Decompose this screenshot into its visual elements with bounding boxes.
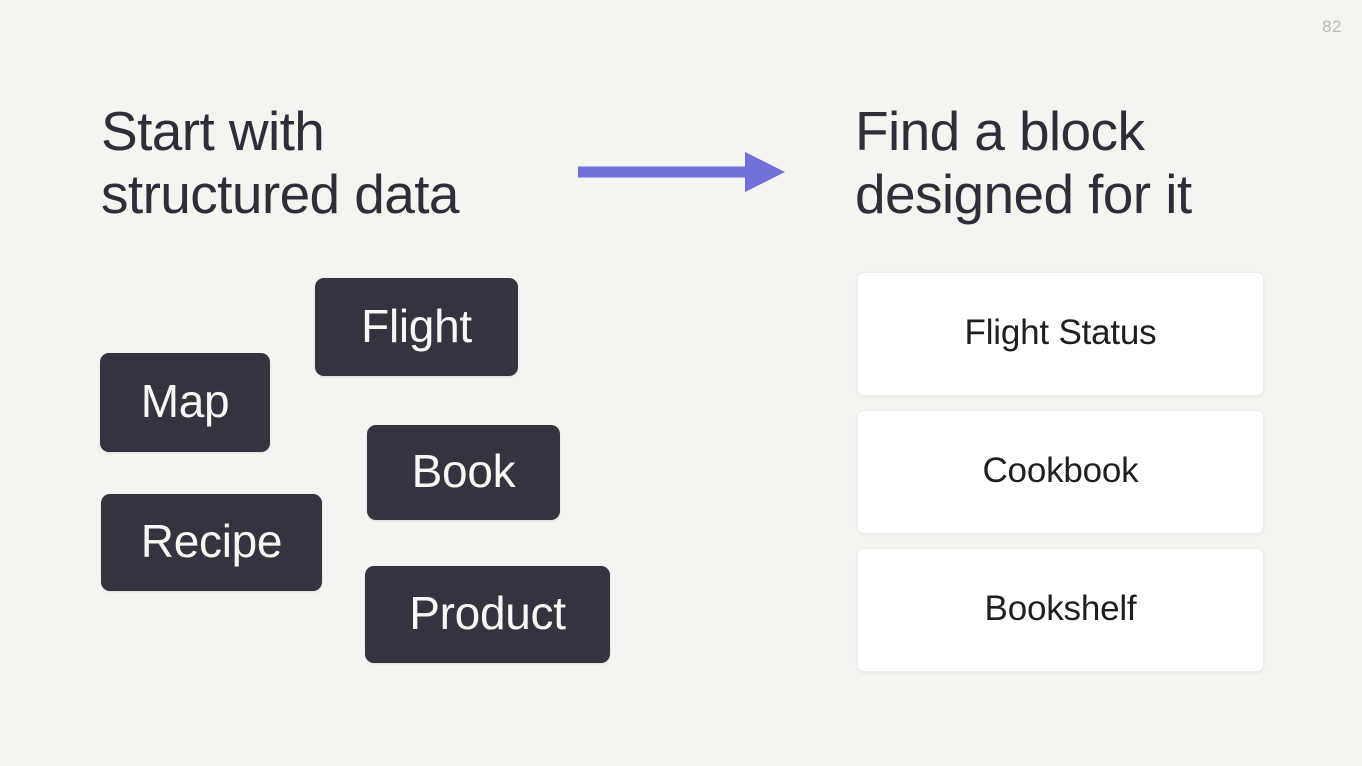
card-bookshelf[interactable]: Bookshelf bbox=[857, 548, 1264, 672]
chip-label: Map bbox=[140, 375, 230, 427]
chip-map: Map bbox=[100, 353, 270, 452]
chip-book: Book bbox=[367, 425, 560, 520]
card-cookbook[interactable]: Cookbook bbox=[857, 410, 1264, 534]
card-flight-status[interactable]: Flight Status bbox=[857, 272, 1264, 396]
card-label: Cookbook bbox=[982, 450, 1139, 490]
chip-label: Product bbox=[409, 587, 566, 639]
chip-label: Flight bbox=[361, 299, 472, 352]
card-label: Bookshelf bbox=[984, 588, 1137, 628]
chip-label: Book bbox=[411, 445, 516, 497]
chip-label: Recipe bbox=[140, 515, 283, 567]
chip-recipe: Recipe bbox=[101, 494, 322, 591]
right-heading: Find a block designed for it bbox=[855, 100, 1192, 225]
card-label: Flight Status bbox=[964, 312, 1157, 352]
chip-flight: Flight bbox=[315, 278, 518, 376]
left-heading: Start with structured data bbox=[101, 100, 459, 225]
arrow-right-icon bbox=[578, 148, 786, 196]
chip-product: Product bbox=[365, 566, 610, 663]
arrow-right-icon-svg bbox=[578, 152, 785, 192]
page-number: 82 bbox=[1322, 17, 1342, 36]
